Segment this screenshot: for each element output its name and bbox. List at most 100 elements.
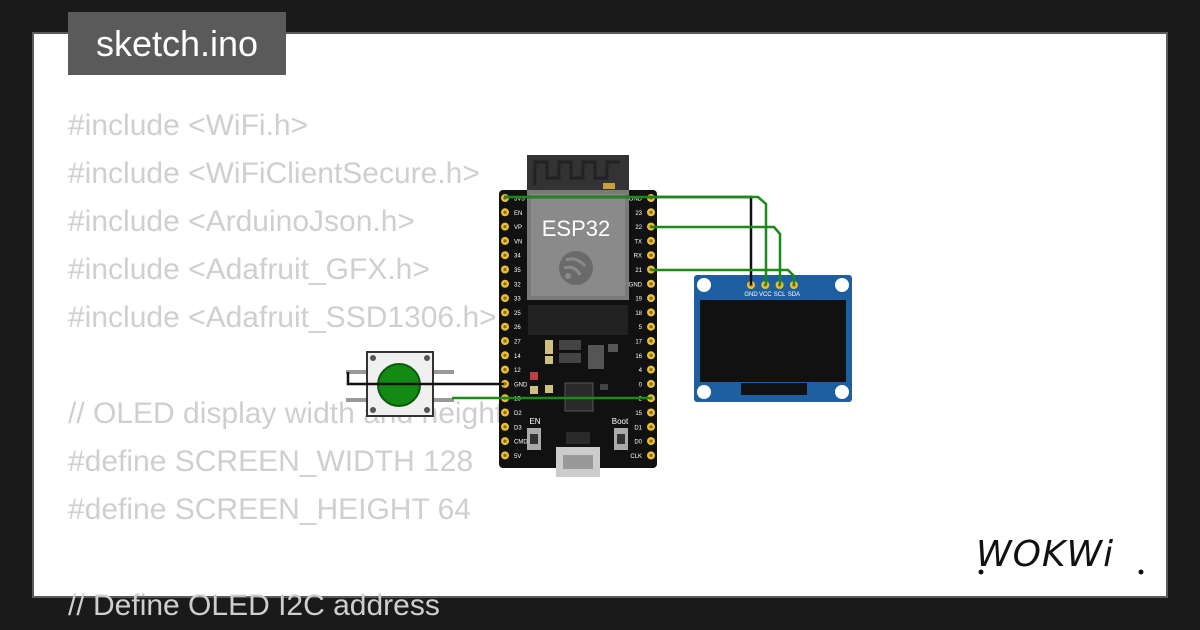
usb-connector [556,432,600,477]
esp32-pin-right[interactable]: TX [634,236,655,246]
esp32-pin-label: 5 [639,325,643,331]
code-line: #include <WiFiClientSecure.h> [68,157,480,190]
file-tab-label: sketch.ino [95,22,259,64]
esp32-pin-label: 5V [514,454,521,460]
wokwi-logo[interactable]: WOKWi [976,528,1152,580]
esp32-pin-right[interactable]: 18 [635,308,655,317]
esp32-pin-label: 19 [635,297,642,303]
esp32-pin-left[interactable]: 35 [501,265,521,275]
code-line: #include <WiFi.h> [68,109,309,142]
code-line: #define SCREEN_HEIGHT 64 [68,493,471,526]
esp32-pin-label: 18 [635,311,642,317]
oled-pin-label: SCL [774,292,786,298]
esp32-pin-left[interactable]: 26 [501,322,521,332]
esp32-board[interactable]: ESP32 EN Boot [499,155,657,477]
preview-card: #include <WiFi.h> #include <WiFiClientSec… [32,32,1168,622]
esp32-pin-label: 25 [514,311,521,317]
oled-pin-label: VCC [759,292,772,298]
esp32-pin-label: 16 [635,354,642,360]
esp32-pin-left[interactable]: VN [501,236,522,246]
esp32-pin-left[interactable]: 33 [501,294,521,303]
esp32-pin-left[interactable]: GND [501,379,528,389]
esp32-pin-left[interactable]: 12 [501,365,521,375]
esp32-pin-label: CLK [630,454,642,460]
code-line: #include <ArduinoJson.h> [68,205,415,238]
en-label: EN [529,417,540,426]
esp32-pin-label: D0 [634,440,642,446]
esp32-pin-label: 2 [639,397,643,403]
esp32-pin-label: 27 [514,340,521,346]
esp32-pin-left[interactable]: CMD [501,437,528,446]
en-button[interactable] [527,428,541,450]
esp32-pin-label: VN [514,239,522,245]
boot-label: Boot [612,417,629,426]
esp32-pin-left[interactable]: 25 [501,308,521,317]
esp32-pin-label: 32 [514,282,521,288]
esp32-pin-label: TX [634,239,642,245]
esp32-pin-label: 22 [635,225,642,231]
esp32-pin-label: 12 [514,368,521,374]
esp32-pin-left[interactable]: 27 [501,337,521,346]
esp32-pin-right[interactable]: 0 [639,379,655,389]
code-background: #include <WiFi.h> #include <WiFiClientSec… [68,102,503,630]
esp32-pin-label: CMD [514,440,528,446]
oled-screen [700,300,846,382]
boot-button[interactable] [614,428,628,450]
esp32-pin-right[interactable]: D0 [634,437,655,446]
esp32-pin-label: VP [514,225,522,231]
esp32-pin-label: 13 [514,397,521,403]
esp32-pin-right[interactable]: D1 [634,422,655,432]
espressif-logo-icon [559,251,593,285]
esp32-pin-label: 21 [635,268,642,274]
esp32-pin-label: 34 [514,254,521,260]
esp32-pin-left[interactable]: D3 [501,422,522,432]
code-line: // Define OLED I2C address [68,589,440,622]
oled-pin-label: GND [744,292,758,298]
esp32-pin-left[interactable]: 34 [501,251,521,260]
esp32-pin-label: RX [634,254,642,260]
oled-pin-label: SDA [788,292,800,298]
esp32-pin-left[interactable]: 14 [501,351,521,360]
file-tab-sketch[interactable]: sketch.ino [68,12,286,75]
esp32-pin-left[interactable]: 32 [501,279,521,289]
esp32-pin-label: 26 [514,325,521,331]
esp32-pin-right[interactable]: 15 [635,408,655,418]
esp32-pin-right[interactable]: 5 [639,322,655,332]
esp32-pin-label: 35 [514,268,521,274]
esp32-label: ESP32 [542,216,611,241]
code-line: #include <Adafruit_GFX.h> [68,253,430,286]
esp32-pin-left[interactable]: VP [501,222,522,232]
esp32-pin-right[interactable]: CLK [630,451,655,460]
esp32-pin-label: D2 [514,411,522,417]
code-line: #include <Adafruit_SSD1306.h> [68,301,497,334]
esp32-pin-label: D1 [634,425,642,431]
esp32-pin-label: 4 [639,368,643,374]
wires [346,195,796,400]
esp32-pin-label: 17 [635,340,642,346]
esp32-pin-label: GND [629,197,643,203]
esp32-pin-label: D3 [514,425,522,431]
esp32-pin-right[interactable]: 17 [635,337,655,346]
esp32-pin-left[interactable]: D2 [501,408,522,418]
esp32-pin-label: 3V3 [514,197,525,203]
esp32-pin-label: GND [514,382,528,388]
esp32-pin-right[interactable]: 16 [635,351,655,360]
esp32-pin-label: 15 [635,411,642,417]
esp32-pin-right[interactable]: 4 [639,365,655,375]
esp32-pin-right[interactable]: GND [629,279,655,289]
code-line: #define SCREEN_WIDTH 128 [68,445,474,478]
wokwi-logo-text: WOKWi [976,534,1114,575]
esp32-pin-label: 23 [635,211,642,217]
esp32-pin-label: EN [514,211,522,217]
esp32-pin-right[interactable]: 23 [635,208,655,217]
esp32-pin-label: GND [629,282,643,288]
esp32-pin-right[interactable]: RX [634,251,655,260]
esp32-pin-right[interactable]: 19 [635,294,655,303]
esp32-pin-label: 14 [514,354,521,360]
esp32-pin-label: 33 [514,297,521,303]
esp32-pin-label: 0 [639,382,643,388]
esp32-pin-left[interactable]: EN [501,208,522,217]
esp32-pin-left[interactable]: 5V [501,451,521,460]
